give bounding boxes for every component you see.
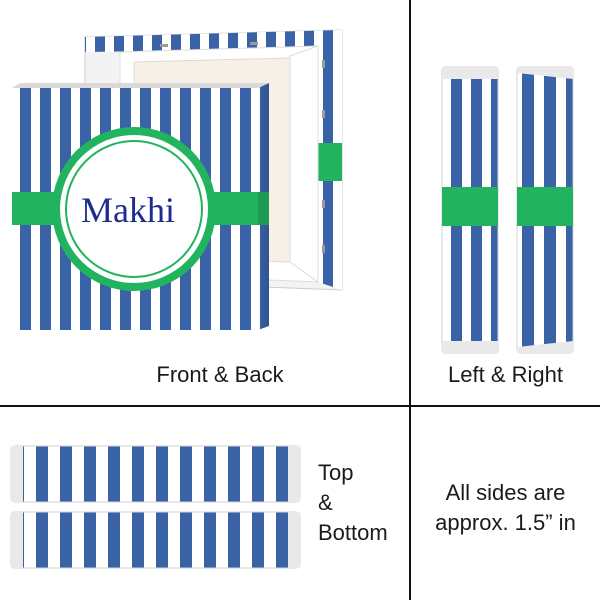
left-right-label: Left & Right [448, 362, 563, 387]
top-bottom-label-line-2: & [318, 490, 333, 515]
bottom-side-strip [10, 511, 301, 569]
top-side-strip [10, 445, 301, 503]
back-canvas-green-band [318, 143, 342, 181]
front-back-label: Front & Back [156, 362, 284, 387]
top-bottom-label-line-3: Bottom [318, 520, 388, 545]
horizontal-divider [0, 405, 600, 407]
right-side-strip [516, 66, 574, 354]
left-side-strip [441, 66, 499, 354]
dimensions-note-line-2: approx. 1.5” in [435, 510, 576, 535]
left-right-sides-illustration [441, 66, 574, 354]
right-side-green-band [517, 187, 573, 226]
left-side-green-band [442, 187, 498, 226]
vertical-divider [409, 0, 411, 600]
dimensions-note: All sides are approx. 1.5” in [411, 478, 600, 538]
top-bottom-sides-illustration [10, 445, 301, 569]
front-back-canvas-illustration: Makhi [12, 29, 343, 330]
monogram-badge: Makhi [52, 127, 216, 291]
dimensions-note-line-1: All sides are [445, 480, 566, 505]
front-canvas: Makhi [12, 83, 269, 330]
top-bottom-label: Top & Bottom [318, 458, 398, 548]
monogram-name: Makhi [81, 190, 175, 230]
top-bottom-label-line-1: Top [318, 460, 354, 485]
